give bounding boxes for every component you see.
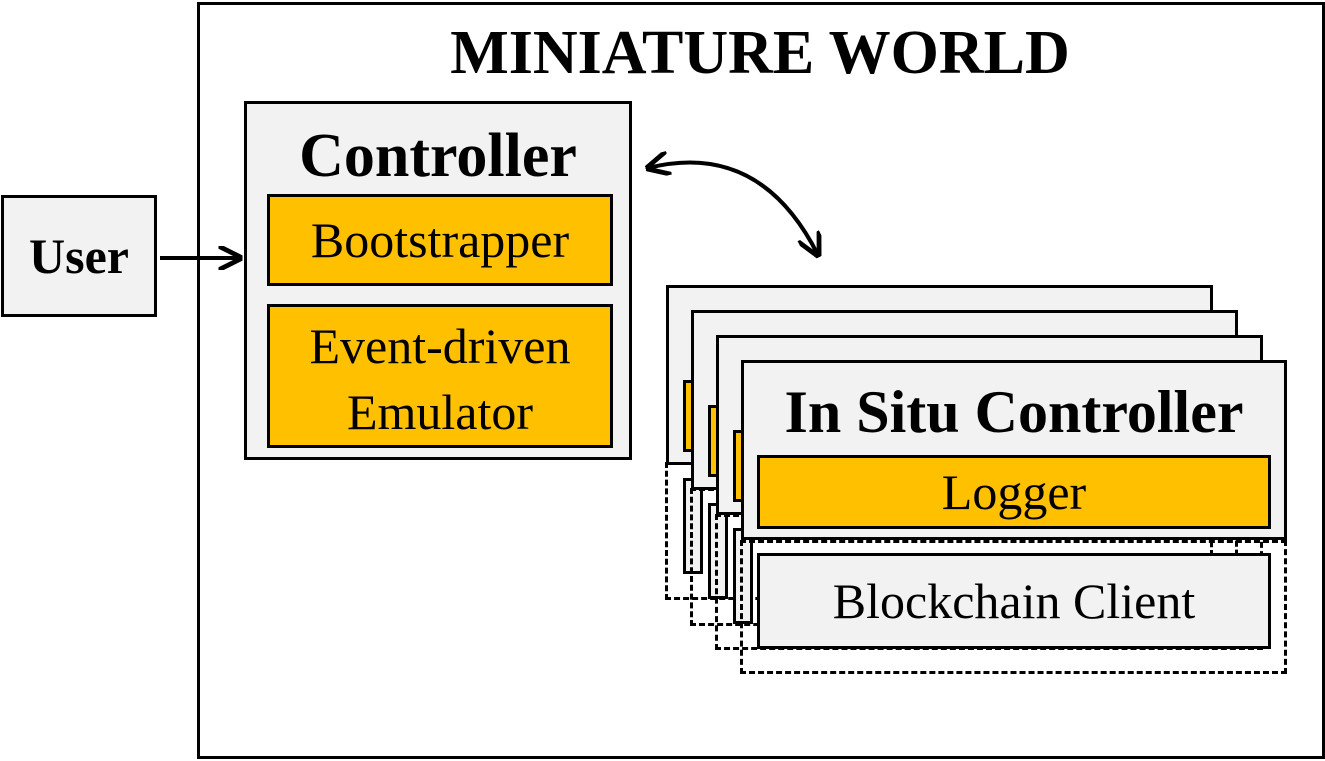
instance-client-outline-front <box>740 540 1287 674</box>
blockchain-client-box: Blockchain Client <box>757 553 1271 649</box>
emulator-label-line2: Emulator <box>346 384 534 440</box>
bootstrapper-label: Bootstrapper <box>310 212 570 268</box>
bootstrapper-box: Bootstrapper <box>267 194 613 286</box>
logger-box: Logger <box>757 455 1271 529</box>
controller-insitu-bidirectional-arrow <box>648 163 818 255</box>
logger-label: Logger <box>941 464 1087 520</box>
controller-title: Controller <box>299 121 577 190</box>
miniature-world-frame <box>197 2 1325 759</box>
emulator-label-line1: Event-driven <box>309 318 571 374</box>
miniature-world-title: MINIATURE WORLD <box>450 18 1070 87</box>
blockchain-client-label: Blockchain Client <box>832 573 1196 629</box>
user-box: User <box>1 195 157 317</box>
user-label: User <box>29 228 129 284</box>
event-driven-emulator-box: Event-driven Emulator <box>267 304 613 448</box>
in-situ-controller-title: In Situ Controller <box>784 378 1244 445</box>
